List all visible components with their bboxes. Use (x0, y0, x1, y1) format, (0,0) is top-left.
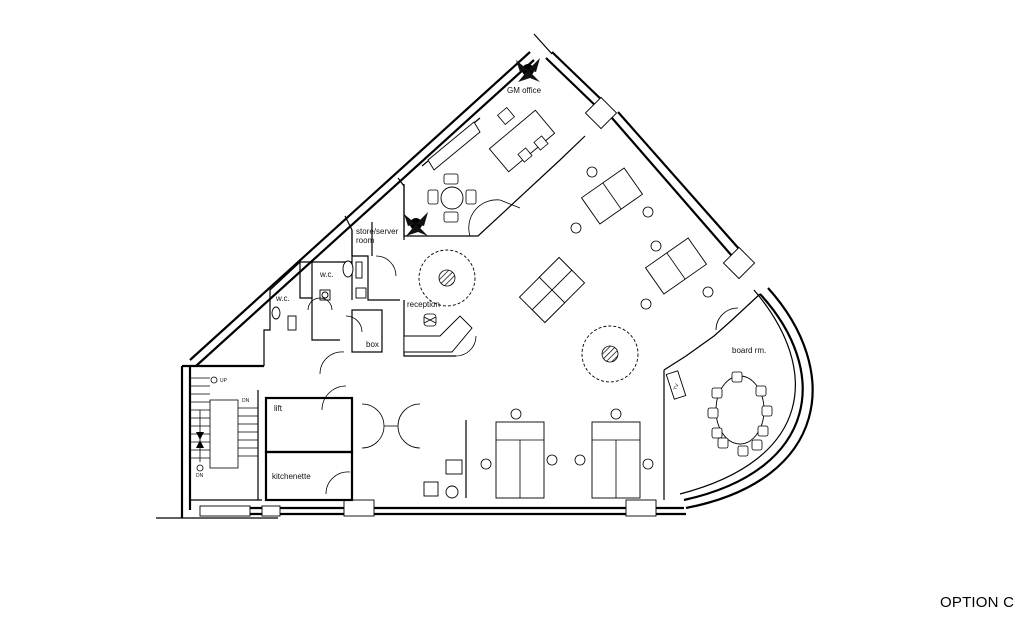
workstations-south (423, 408, 654, 499)
option-label: OPTION C (940, 594, 1015, 611)
label-store-server: store/server (356, 227, 399, 236)
label-gm-office: GM office (507, 86, 542, 95)
label-wc-2: w.c. (275, 294, 290, 303)
gm-office-furniture (427, 106, 556, 223)
up-tag: UP (220, 378, 228, 384)
dn-tag-upper: DN (242, 398, 250, 404)
board-room-furniture (665, 370, 773, 457)
stairs: UP DN DN (190, 376, 258, 479)
doors (319, 199, 739, 495)
label-wc-1: w.c. (319, 270, 334, 279)
label-tv: TV (673, 382, 681, 391)
label-board-room: board rm. (732, 346, 766, 355)
wc-fixtures (271, 260, 367, 331)
room-labels: GM office store/server room reception w.… (272, 86, 766, 481)
chair-cluster (570, 166, 714, 310)
workstations-north (570, 166, 714, 310)
plant-gm (516, 58, 540, 82)
label-reception: reception (407, 300, 440, 309)
label-box: box (366, 340, 379, 349)
label-kitchenette: kitchenette (272, 472, 311, 481)
plant-server (404, 212, 428, 236)
label-store-server-room: room (356, 236, 375, 245)
dn-tag-lower: DN (196, 473, 204, 479)
outer-walls (156, 33, 814, 519)
label-lift: lift (274, 404, 283, 413)
lounge-furniture (403, 249, 639, 383)
